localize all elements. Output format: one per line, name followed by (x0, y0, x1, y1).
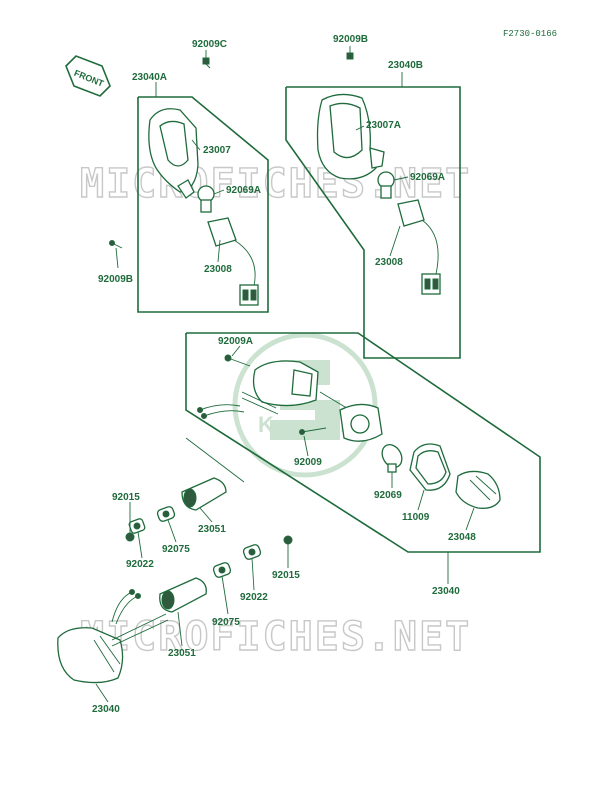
label-92069a-right: 92069A (410, 172, 445, 183)
socket-23008 (207, 217, 259, 306)
diagram-code: F2730-0166 (503, 29, 557, 39)
stay-23051-upper (181, 477, 227, 511)
watermark-bottom: MICROFICHES.NET (80, 614, 471, 660)
signal-23040-lower (57, 589, 169, 684)
washer-92075-upper (156, 506, 176, 522)
lens-23048 (455, 470, 501, 509)
label-92069: 92069 (374, 490, 402, 501)
box-23040a (137, 96, 269, 313)
washer-92022-upper (128, 518, 146, 534)
label-23048: 23048 (448, 532, 476, 543)
label-92009c: 92009C (192, 39, 227, 50)
label-92009: 92009 (294, 457, 322, 468)
label-23040-lower: 23040 (92, 704, 120, 715)
socket-base (339, 403, 383, 442)
label-23008-right: 23008 (375, 257, 403, 268)
label-92015-lower: 92015 (272, 570, 300, 581)
washer-92022-lower (242, 544, 262, 560)
label-23008: 23008 (204, 264, 232, 275)
label-92075-lower: 92075 (212, 617, 240, 628)
nut-92015-upper (125, 532, 135, 542)
screw-92009c (202, 57, 211, 69)
front-arrow-icon: FRONT (65, 55, 111, 97)
bulb-92069a-right (377, 171, 395, 199)
washer-92075-lower (212, 562, 232, 578)
label-11009: 11009 (402, 512, 430, 523)
screw-92009 (299, 427, 327, 435)
label-23040: 23040 (432, 586, 460, 597)
label-92069a: 92069A (226, 185, 261, 196)
socket-23008-right (397, 199, 441, 295)
label-92075-upper: 92075 (162, 544, 190, 555)
bulb-92069a (197, 185, 215, 213)
watermark-top: MICROFICHES.NET (80, 161, 471, 207)
lens-23007 (148, 108, 199, 199)
label-92015-upper: 92015 (112, 492, 140, 503)
screw-92009b-left (109, 240, 123, 249)
stay-23051-lower (159, 577, 207, 613)
box-23040b (285, 86, 461, 359)
label-23051-lower: 23051 (168, 648, 196, 659)
label-92009b-left: 92009B (98, 274, 133, 285)
label-92009a: 92009A (218, 336, 253, 347)
lens-23007a (316, 93, 385, 180)
screw-92009a (224, 354, 251, 367)
label-23007: 23007 (203, 145, 231, 156)
label-92022-upper: 92022 (126, 559, 154, 570)
screw-92009b-right (346, 52, 354, 60)
gasket-11009 (409, 443, 451, 491)
label-23051-upper: 23051 (198, 524, 226, 535)
label-23007a: 23007A (366, 120, 401, 131)
label-23040a: 23040A (132, 72, 167, 83)
label-23040b: 23040B (388, 60, 423, 71)
box-23040 (185, 332, 541, 553)
label-92022-lower: 92022 (240, 592, 268, 603)
bulb-92069 (381, 444, 403, 473)
nut-92015-lower (283, 535, 293, 545)
housing-assembly (197, 360, 351, 419)
label-92009b-right: 92009B (333, 34, 368, 45)
